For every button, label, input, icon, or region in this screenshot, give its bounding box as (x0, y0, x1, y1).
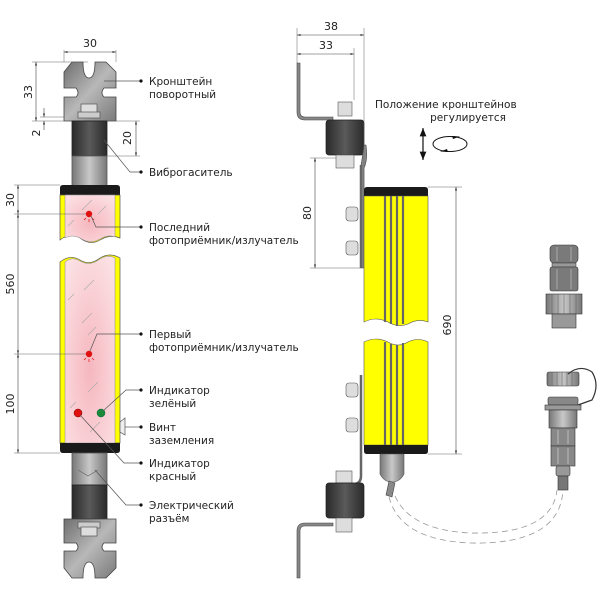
label-last-receiver-2: фотоприёмник/излучатель (149, 235, 299, 247)
label-indicator-green-2: зелёный (149, 398, 196, 410)
top-vibration-damper (71, 120, 108, 157)
label-indicator-red-2: красный (149, 471, 196, 483)
top-rotary-bracket (63, 61, 117, 122)
rotate-arrow-icon (432, 136, 468, 152)
last-receiver-emitter-dot (85, 210, 93, 218)
label-bracket-adjust-1: Положение кронштейнов (375, 99, 517, 111)
label-vibration-damper: Виброгаситель (149, 167, 233, 179)
front-callouts: Кронштейн поворотный Виброгаситель После… (79, 76, 299, 525)
dim-damper-height: 20 (121, 131, 134, 145)
housing-lower (59, 254, 126, 453)
top-shaft (71, 155, 108, 187)
side-cable-gland (379, 453, 405, 483)
dim-side-bracket-width: 33 (319, 39, 333, 52)
side-bottom-damper (325, 482, 365, 519)
label-first-receiver-1: Первый (149, 329, 191, 341)
first-receiver-emitter-dot (85, 350, 93, 358)
label-bracket-adjust-2: регулируется (430, 112, 506, 124)
label-indicator-green-1: Индикатор (149, 385, 210, 397)
label-ground-screw-1: Винт (149, 422, 176, 434)
dim-front-width: 30 (83, 37, 97, 50)
dim-side-total-width: 38 (324, 20, 338, 33)
cable (388, 489, 564, 544)
dim-bracket-spacing: 80 (301, 206, 314, 220)
socket-connector-with-cap (544, 367, 597, 491)
side-housing-upper (363, 187, 429, 326)
front-electrical-connector (71, 452, 108, 486)
dim-gap: 2 (30, 130, 43, 137)
side-dimensions: 38 33 80 690 (296, 20, 462, 455)
side-bottom-l-bracket (296, 522, 334, 579)
dim-bottom-offset: 100 (4, 394, 17, 415)
label-first-receiver-2: фотоприёмник/излучатель (149, 342, 299, 354)
side-housing-lower (363, 338, 429, 454)
dim-top-offset: 30 (4, 193, 17, 207)
side-top-l-bracket (296, 62, 334, 121)
dim-bracket-height: 33 (22, 85, 35, 99)
bottom-rotary-bracket (63, 518, 117, 579)
housing-upper (59, 185, 121, 243)
dim-total-length: 690 (441, 315, 454, 336)
front-dimensions: 30 33 2 20 30 560 100 (4, 37, 140, 454)
side-view: 38 33 80 690 Положение кронштейнов регул… (296, 20, 564, 579)
side-top-bolts (345, 206, 359, 256)
label-indicator-red-1: Индикатор (149, 458, 210, 470)
side-top-damper (325, 119, 365, 156)
label-ground-screw-2: заземления (149, 435, 214, 447)
bottom-vibration-damper (71, 484, 108, 520)
dim-detection-height: 560 (4, 274, 17, 295)
ground-screw (119, 417, 126, 436)
cable-plug-connector (545, 244, 583, 329)
label-bracket-rotary-2: поворотный (149, 89, 216, 101)
dust-cap (546, 371, 580, 387)
label-connector-2: разъём (149, 513, 189, 525)
label-last-receiver-1: Последний (149, 222, 210, 234)
label-bracket-rotary-1: Кронштейн (149, 76, 212, 88)
side-bottom-bolts (345, 382, 359, 433)
label-connector-1: Электрический (149, 500, 234, 512)
bracket-adjust-note: Положение кронштейнов регулируется (375, 99, 517, 160)
front-view: 30 33 2 20 30 560 100 (4, 37, 299, 579)
